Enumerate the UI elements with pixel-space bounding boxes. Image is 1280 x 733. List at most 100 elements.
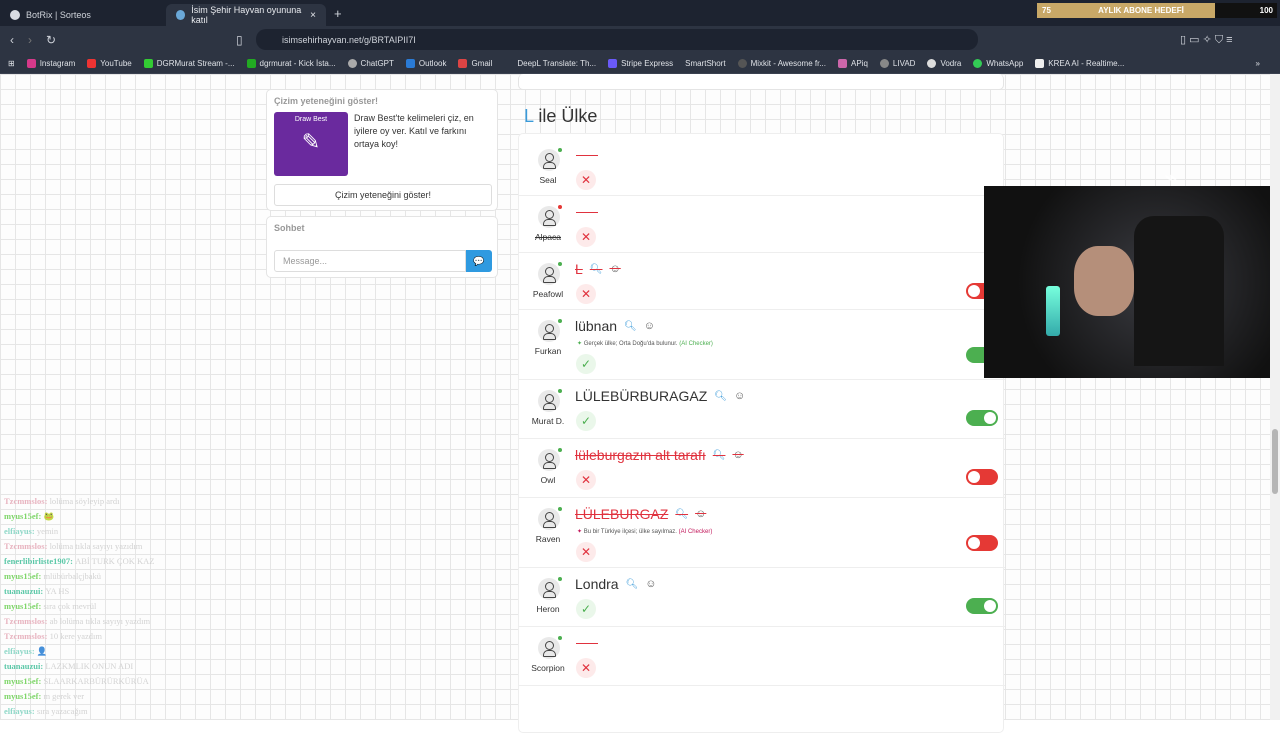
chat-username: elfiayus:	[4, 646, 35, 656]
chat-text: lolüma tıkla sayıyı yazıdım	[49, 541, 143, 551]
extensions-icons[interactable]: ▯ ▭ ✧ ⛉ ≡	[1180, 33, 1233, 46]
chat-text: yemin	[36, 526, 59, 536]
check-icon: ✓	[576, 599, 596, 619]
answer-row: Scorpion ✕	[519, 627, 1005, 686]
promo-card: Çizim yeteneğini göster! Draw Best✎ Draw…	[266, 89, 498, 211]
player-name: Murat D.	[531, 416, 565, 426]
apps-icon[interactable]: ⊞	[8, 58, 15, 68]
bookmark-instagram[interactable]: Instagram	[26, 58, 75, 68]
draw-best-image[interactable]: Draw Best✎	[274, 112, 348, 176]
chat-message: Tzcmmslos: 10 kere yazdım	[4, 631, 154, 646]
search-icon[interactable]: 🔍︎	[624, 320, 637, 332]
site-icon	[176, 10, 186, 20]
empty-answer-dash	[576, 643, 598, 644]
top-card-edge	[518, 74, 1004, 90]
online-status-dot	[558, 205, 562, 209]
bookmark-smartshort[interactable]: SmartShort	[685, 58, 726, 68]
bookmark-outlook[interactable]: Outlook	[405, 58, 446, 68]
search-icon[interactable]: 🔍︎	[589, 263, 603, 275]
user-avatar-icon	[538, 449, 560, 471]
online-status-dot	[558, 148, 562, 152]
player-name: Peafowl	[532, 289, 564, 299]
search-icon[interactable]: 🔍︎	[714, 390, 727, 402]
emoji-react-icon[interactable]: ☺	[732, 449, 744, 461]
chat-text: ab lolüma tıkla sayıyı yazdım	[49, 616, 151, 626]
emoji-react-icon[interactable]: ☺	[695, 508, 707, 520]
tab-isimsehirhayvan[interactable]: İsim Şehir Hayvan oyununa katıl×	[166, 4, 326, 26]
search-icon[interactable]: 🔍︎	[675, 508, 689, 520]
chat-text: lolüma söyleyip ardı	[49, 496, 120, 506]
tab-botrix[interactable]: BotRix | Sorteos	[0, 4, 160, 26]
bookmark-livad[interactable]: LIVAD	[879, 58, 915, 68]
user-avatar-icon	[538, 508, 560, 530]
chat-message: myus15ef: 🐸	[4, 511, 154, 526]
vote-toggle[interactable]	[966, 535, 998, 551]
bookmark-vodra[interactable]: Vodra	[927, 58, 961, 68]
chat-username: fenerlibirliste1907:	[4, 556, 73, 566]
back-icon[interactable]: ‹	[10, 32, 14, 47]
player-name: Scorpion	[531, 663, 565, 673]
bookmark-youtube[interactable]: YouTube	[87, 58, 132, 68]
bookmark-mixkit[interactable]: Mixkit - Awesome fr...	[737, 58, 826, 68]
send-message-button[interactable]: 💬	[466, 250, 492, 272]
bookmark-icon[interactable]: ▯	[236, 32, 243, 47]
bookmark-deepl[interactable]: DeepL Translate: Th...	[504, 58, 596, 68]
chat-username: myus15ef:	[4, 571, 42, 581]
chat-message: myus15ef: mlübürbalçjbakü	[4, 571, 154, 586]
bookmark-dgrmurat[interactable]: DGRMurat Stream -...	[143, 58, 235, 68]
search-icon[interactable]: 🔍︎	[712, 449, 726, 461]
reload-icon[interactable]: ↻	[46, 32, 57, 47]
player-name: Owl	[540, 475, 556, 485]
forward-icon[interactable]: ›	[28, 32, 32, 47]
vote-toggle[interactable]	[966, 598, 998, 614]
bookmark-krea[interactable]: KREA AI - Realtime...	[1035, 58, 1124, 68]
scrollbar-thumb[interactable]	[1272, 429, 1278, 494]
bookmark-gmail[interactable]: Gmail	[458, 58, 492, 68]
emoji-react-icon[interactable]: ☺	[645, 578, 657, 590]
chat-message: elfiayus: sıra yazacağım	[4, 706, 154, 721]
category-letter: L	[524, 106, 534, 126]
cam-watermark: ⌁	[1165, 167, 1178, 189]
category-heading: L ile Ülke	[524, 106, 598, 126]
user-avatar-icon	[538, 390, 560, 412]
vote-toggle[interactable]	[966, 469, 998, 485]
url-input[interactable]: isimsehirhayvan.net/g/BRTAIPII7I	[256, 29, 978, 50]
emoji-react-icon[interactable]: ☺	[609, 263, 621, 275]
chat-message: tuanauzui: LAZKMLIK ONUN ADI	[4, 661, 154, 676]
draw-best-button[interactable]: Çizim yeteneğini göster!	[274, 184, 492, 206]
player-name: Seal	[539, 175, 557, 185]
promo-title: Çizim yeteneğini göster!	[274, 96, 379, 106]
x-icon: ✕	[576, 170, 596, 190]
check-icon: ✓	[576, 354, 596, 374]
player-name: Alpaca	[535, 232, 561, 242]
bookmark-whatsapp[interactable]: WhatsApp	[973, 58, 1023, 68]
new-tab-button[interactable]: +	[334, 5, 342, 21]
x-icon: ✕	[576, 658, 596, 678]
answer-row: Murat D.LÜLEBÜRBURAGAZ🔍︎☺✓	[519, 380, 1005, 439]
answer-text: LÜLEBÜRBURAGAZ🔍︎☺	[575, 388, 746, 404]
more-bookmarks-button[interactable]: »	[1255, 58, 1260, 68]
empty-answer-dash	[576, 212, 598, 213]
message-input[interactable]: Message...	[274, 250, 466, 272]
bookmark-stripe[interactable]: Stripe Express	[608, 58, 673, 68]
emoji-react-icon[interactable]: ☺	[733, 390, 746, 402]
emoji-react-icon[interactable]: ☺	[643, 320, 655, 332]
page-scrollbar[interactable]	[1270, 74, 1280, 720]
chat-text: LAZKMLIK ONUN ADI	[45, 661, 134, 671]
bookmark-kick[interactable]: dgrmurat - Kick İsta...	[246, 58, 336, 68]
check-icon: ✓	[576, 411, 596, 431]
subscriber-goal-bar: 75 AYLIK ABONE HEDEFİ 100	[1037, 3, 1277, 18]
bookmarks-bar: ⊞ Instagram YouTube DGRMurat Stream -...…	[0, 53, 1280, 74]
close-tab-icon[interactable]: ×	[310, 9, 316, 21]
x-icon: ✕	[576, 227, 596, 247]
online-status-dot	[558, 577, 562, 581]
vote-toggle[interactable]	[966, 410, 998, 426]
search-icon[interactable]: 🔍︎	[625, 578, 639, 590]
chat-text: sıra çok mevrül	[43, 601, 97, 611]
bookmark-chatgpt[interactable]: ChatGPT	[347, 58, 394, 68]
chat-username: myus15ef:	[4, 676, 42, 686]
chat-message: elfiayus: 👤	[4, 646, 154, 661]
x-icon: ✕	[576, 470, 596, 490]
bookmark-apiq[interactable]: APiq	[838, 58, 868, 68]
